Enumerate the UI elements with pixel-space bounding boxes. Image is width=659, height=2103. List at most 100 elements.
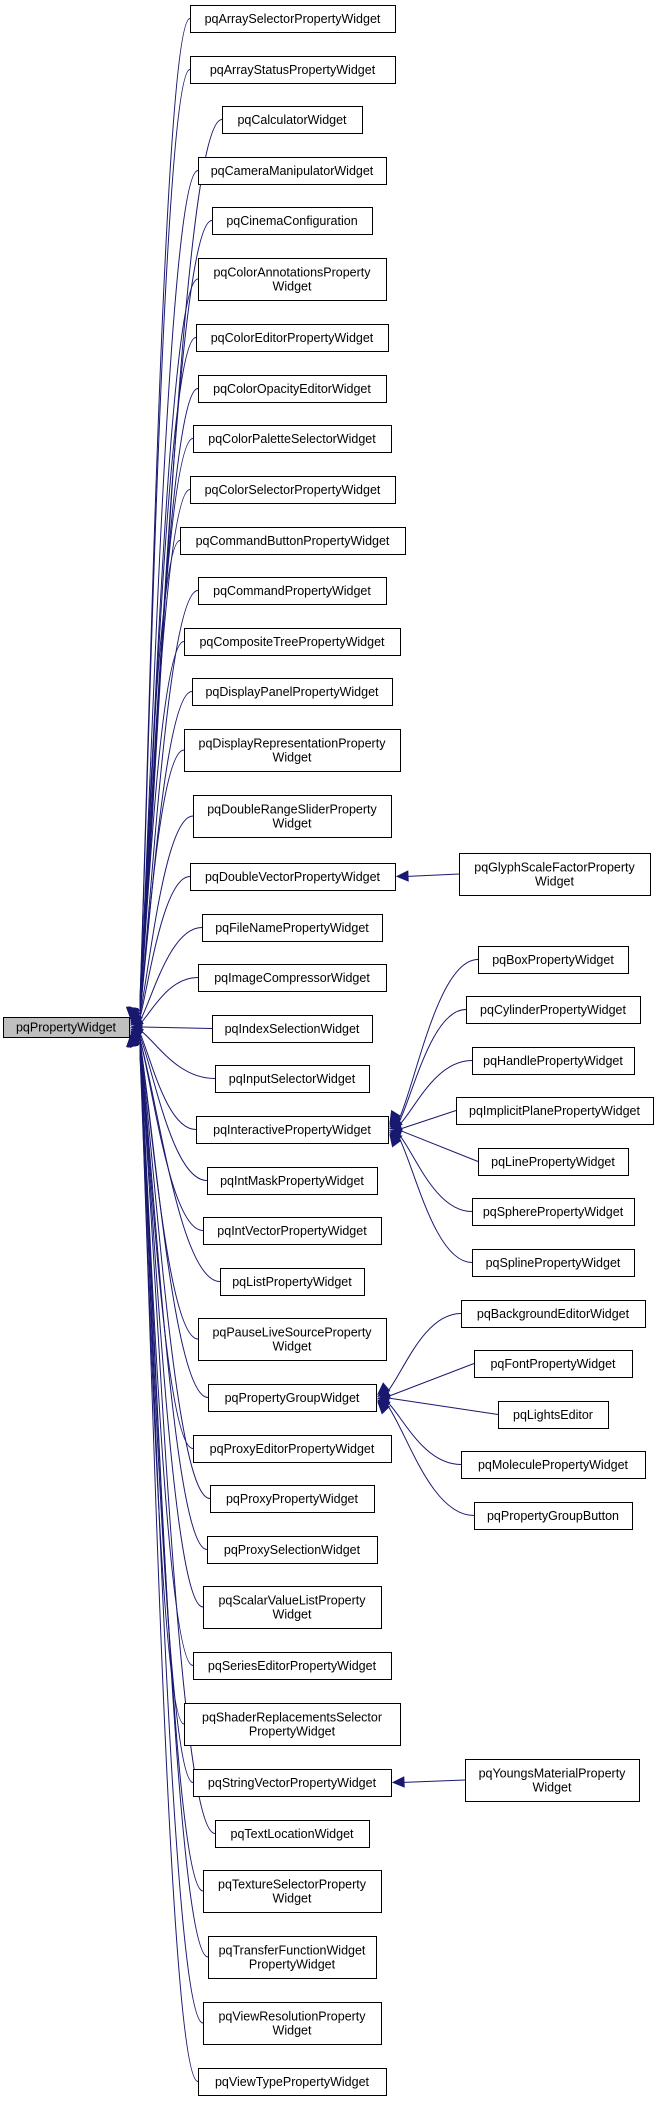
class-node-pqinteractivepropertywidget[interactable]: pqInteractivePropertyWidget (196, 1116, 389, 1144)
class-box (203, 1870, 382, 1913)
class-node-pqcalculatorwidget[interactable]: pqCalculatorWidget (222, 106, 363, 134)
class-node-pqsplinepropertywidget[interactable]: pqSplinePropertyWidget (472, 1249, 635, 1277)
class-name-line: pqListPropertyWidget (232, 1275, 352, 1289)
inheritance-arrowhead (126, 1033, 138, 1047)
class-node-pqcommandpropertywidget[interactable]: pqCommandPropertyWidget (198, 577, 387, 605)
class-node-pqproxypropertywidget[interactable]: pqProxyPropertyWidget (210, 1485, 375, 1513)
inheritance-line (388, 1363, 475, 1397)
class-name-line: pqCameraManipulatorWidget (211, 164, 374, 178)
class-node-pqintvectorpropertywidget[interactable]: pqIntVectorPropertyWidget (203, 1217, 382, 1245)
class-box (198, 2068, 387, 2096)
inheritance-arrowhead (395, 870, 409, 882)
class-node-pqhandlepropertywidget[interactable]: pqHandlePropertyWidget (472, 1047, 635, 1075)
edge-to-pqpauselivesourcepropertywidget (128, 1033, 199, 1340)
class-node-pqcoloreditorpropertywidget[interactable]: pqColorEditorPropertyWidget (196, 324, 389, 352)
class-node-pqindexselectionwidget[interactable]: pqIndexSelectionWidget (212, 1015, 373, 1043)
class-name-line: pqColorPaletteSelectorWidget (208, 432, 376, 446)
inheritance-line (139, 1029, 216, 1079)
class-node-pqcompositetreepropertywidget[interactable]: pqCompositeTreePropertyWidget (184, 628, 401, 656)
class-node-pqpropertygroupwidget[interactable]: pqPropertyGroupWidget (208, 1384, 377, 1412)
class-name-line: pqHandlePropertyWidget (483, 1054, 623, 1068)
class-node-pqviewtypepropertywidget[interactable]: pqViewTypePropertyWidget (198, 2068, 387, 2096)
class-node-pqdisplaypanelpropertywidget[interactable]: pqDisplayPanelPropertyWidget (192, 678, 393, 706)
class-box (461, 1300, 646, 1328)
class-node-pqlistpropertywidget[interactable]: pqListPropertyWidget (220, 1268, 365, 1296)
class-box (472, 1047, 635, 1075)
inheritance-line (139, 876, 191, 1019)
class-node-pqspherepropertywidget[interactable]: pqSpherePropertyWidget (472, 1198, 635, 1226)
class-node-pqproxyselectionwidget[interactable]: pqProxySelectionWidget (207, 1536, 378, 1564)
class-box (196, 324, 389, 352)
class-box (465, 1759, 640, 1802)
class-name-line: pqDoubleVectorPropertyWidget (205, 870, 381, 884)
edge-to-pqtransferfunctionwidgetpropertywidget (126, 1033, 209, 1958)
class-node-pqinputselectorwidget[interactable]: pqInputSelectorWidget (215, 1065, 370, 1093)
class-node-pqfontpropertywidget[interactable]: pqFontPropertyWidget (474, 1350, 633, 1378)
class-node-pqlightseditor[interactable]: pqLightsEditor (498, 1401, 609, 1429)
class-node-pqcolorpaletteselectorwidget[interactable]: pqColorPaletteSelectorWidget (193, 425, 392, 453)
class-node-pqcommandbuttonpropertywidget[interactable]: pqCommandButtonPropertyWidget (180, 527, 406, 555)
class-node-pqintmaskpropertywidget[interactable]: pqIntMaskPropertyWidget (207, 1167, 378, 1195)
class-name-line: pqTransferFunctionWidget (219, 1944, 366, 1958)
class-node-pqtextlocationwidget[interactable]: pqTextLocationWidget (215, 1820, 370, 1848)
edge-to-pqcylinderpropertywidget (389, 1009, 467, 1126)
class-node-pqdoublevectorpropertywidget[interactable]: pqDoubleVectorPropertyWidget (190, 863, 396, 891)
class-node-pqcylinderpropertywidget[interactable]: pqCylinderPropertyWidget (466, 996, 641, 1024)
class-node-pqimagecompressorwidget[interactable]: pqImageCompressorWidget (198, 964, 387, 992)
class-name-line: pqViewResolutionProperty (218, 2010, 366, 2024)
edge-to-pqsplinepropertywidget (389, 1133, 473, 1263)
class-node-pqpropertywidget[interactable]: pqPropertyWidget (3, 1017, 130, 1038)
class-node-pqfilenamepropertywidget[interactable]: pqFileNamePropertyWidget (202, 914, 383, 942)
class-name-line: pqSeriesEditorPropertyWidget (208, 1659, 377, 1673)
class-name-line: pqCommandPropertyWidget (213, 584, 371, 598)
class-node-pqstringvectorpropertywidget[interactable]: pqStringVectorPropertyWidget (193, 1769, 392, 1797)
class-node-pqcolorselectorpropertywidget[interactable]: pqColorSelectorPropertyWidget (190, 476, 396, 504)
class-node-pqshaderreplacementsselectorpropertywidget[interactable]: pqShaderReplacementsSelectorPropertyWidg… (184, 1703, 401, 1746)
class-node-pqarraystatuspropertywidget[interactable]: pqArrayStatusPropertyWidget (190, 56, 396, 84)
inheritance-line (139, 977, 199, 1025)
class-node-pqbackgroundeditorwidget[interactable]: pqBackgroundEditorWidget (461, 1300, 646, 1328)
edge-to-pqpropertygroupbutton (377, 1401, 475, 1516)
class-box (198, 258, 387, 301)
class-node-pqpropertygroupbutton[interactable]: pqPropertyGroupButton (474, 1502, 633, 1530)
inheritance-line (386, 1404, 475, 1516)
class-node-pqserieseditorpropertywidget[interactable]: pqSeriesEditorPropertyWidget (193, 1652, 392, 1680)
class-box (198, 375, 387, 403)
class-node-pqboxpropertywidget[interactable]: pqBoxPropertyWidget (478, 946, 629, 974)
class-box (192, 678, 393, 706)
edge-to-pqimplicitplanepropertywidget (388, 1110, 457, 1132)
class-node-pqproxyeditorpropertywidget[interactable]: pqProxyEditorPropertyWidget (193, 1435, 392, 1463)
class-box (184, 729, 401, 772)
class-name-line: Widget (273, 280, 312, 294)
class-node-pqlinepropertywidget[interactable]: pqLinePropertyWidget (478, 1148, 629, 1176)
class-box (472, 1198, 635, 1226)
edge-to-pqviewtypepropertywidget (126, 1033, 199, 2082)
class-node-pqcinemaconfiguration[interactable]: pqCinemaConfiguration (212, 207, 373, 235)
edge-to-pqglyphscalefactorpropertywidget (395, 870, 460, 882)
class-node-pqmoleculepropertywidget[interactable]: pqMoleculePropertyWidget (461, 1451, 646, 1479)
inheritance-line (386, 1313, 462, 1393)
class-box (190, 476, 396, 504)
class-name-line: Widget (273, 751, 312, 765)
class-node-pqimplicitplanepropertywidget[interactable]: pqImplicitPlanePropertyWidget (456, 1097, 654, 1125)
class-node-pqarrayselectorpropertywidget[interactable]: pqArraySelectorPropertyWidget (190, 5, 396, 33)
class-node-pqcameramanipulatorwidget[interactable]: pqCameraManipulatorWidget (198, 157, 387, 185)
class-name-line: pqPropertyGroupWidget (225, 1391, 360, 1405)
class-name-line: pqImageCompressorWidget (214, 971, 370, 985)
class-name-line: pqImplicitPlanePropertyWidget (469, 1104, 640, 1118)
inheritance-line (139, 1032, 197, 1130)
class-name-line: pqViewTypePropertyWidget (215, 2075, 370, 2089)
class-node-pqcoloropacityeditorwidget[interactable]: pqColorOpacityEditorWidget (198, 375, 387, 403)
class-box (474, 1502, 633, 1530)
